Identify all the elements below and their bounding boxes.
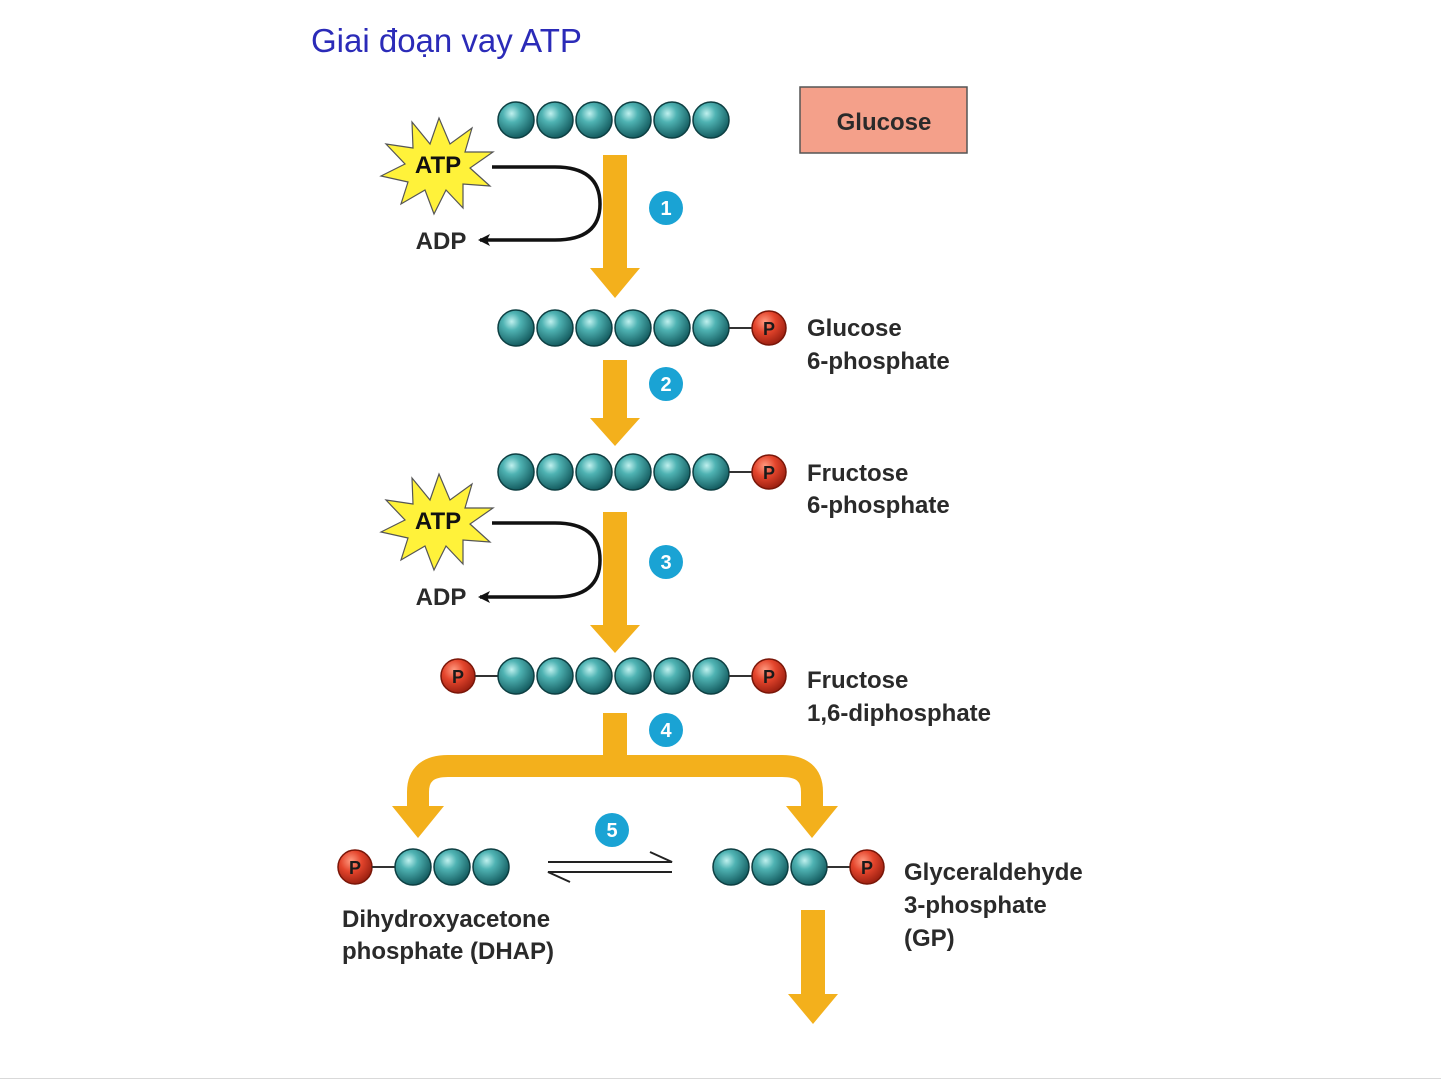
- dhap-label-line1: Dihydroxyacetone: [342, 906, 550, 933]
- f16bp-carbon-2: [537, 658, 573, 694]
- equilibrium-reverse: [548, 872, 672, 882]
- f16bp-carbon-5: [654, 658, 690, 694]
- g6p-label-line1: Glucose: [807, 315, 902, 342]
- equilibrium-forward: [548, 852, 672, 862]
- glucose-carbon-4: [615, 102, 651, 138]
- glucose-box-label: Glucose: [837, 109, 932, 136]
- atp-to-adp-arrow-2: [480, 523, 600, 597]
- dhap-label-line2: phosphate (DHAP): [342, 938, 554, 965]
- atp-to-adp-arrow-1: [480, 167, 600, 240]
- g6p-carbon-6: [693, 310, 729, 346]
- equilibrium-arrows: [548, 852, 672, 882]
- f16bp-label-line2: 1,6-diphosphate: [807, 700, 991, 727]
- f6p-label-line1: Fructose: [807, 460, 908, 487]
- f16bp-carbon-3: [576, 658, 612, 694]
- glucose-carbon-3: [576, 102, 612, 138]
- page-title: Giai đoạn vay ATP: [311, 22, 582, 59]
- g6p-molecule: P: [498, 310, 786, 346]
- gp-label-line2: 3-phosphate: [904, 892, 1047, 919]
- f6p-carbon-6: [693, 454, 729, 490]
- step-badge-1: 1: [649, 191, 683, 225]
- arrow-step-3: [590, 512, 640, 653]
- glucose-molecule: [498, 102, 729, 138]
- f6p-phosphate-label: P: [763, 463, 775, 483]
- f6p-molecule: P: [498, 454, 786, 490]
- g6p-carbon-1: [498, 310, 534, 346]
- f16bp-carbon-6: [693, 658, 729, 694]
- f16bp-label-line1: Fructose: [807, 667, 908, 694]
- atp-adp-group-1: ATP ADP: [381, 118, 600, 255]
- dhap-molecule: P: [338, 849, 509, 885]
- gp-carbon-1: [713, 849, 749, 885]
- arrow-step-4-right-head: [786, 806, 838, 838]
- step-badge-2: 2: [649, 367, 683, 401]
- bottom-divider: [0, 1078, 1441, 1079]
- f16bp-carbon-1: [498, 658, 534, 694]
- f16bp-carbon-4: [615, 658, 651, 694]
- f16bp-phosphate-right-label: P: [763, 667, 775, 687]
- g6p-carbon-2: [537, 310, 573, 346]
- atp-label-2: ATP: [415, 508, 461, 535]
- gp-carbon-2: [752, 849, 788, 885]
- dhap-carbon-1: [395, 849, 431, 885]
- glucose-box: Glucose: [800, 87, 967, 153]
- adp-label-2: ADP: [416, 584, 467, 611]
- g6p-carbon-4: [615, 310, 651, 346]
- f6p-carbon-1: [498, 454, 534, 490]
- gp-label-line3: (GP): [904, 925, 955, 952]
- arrow-step-4-left: [418, 766, 615, 808]
- arrow-gp-down: [788, 910, 838, 1024]
- glucose-carbon-2: [537, 102, 573, 138]
- dhap-phosphate-label: P: [349, 858, 361, 878]
- f6p-carbon-3: [576, 454, 612, 490]
- step-number: 1: [660, 198, 671, 220]
- g6p-carbon-5: [654, 310, 690, 346]
- arrow-step-2: [590, 360, 640, 446]
- f6p-label-line2: 6-phosphate: [807, 492, 950, 519]
- step-badge-3: 3: [649, 545, 683, 579]
- step-number: 5: [606, 820, 617, 842]
- g6p-phosphate-label: P: [763, 319, 775, 339]
- step-number: 4: [660, 720, 672, 742]
- glucose-carbon-5: [654, 102, 690, 138]
- dhap-carbon-2: [434, 849, 470, 885]
- f16bp-phosphate-left-label: P: [452, 667, 464, 687]
- step-badge-4: 4: [649, 713, 683, 747]
- f6p-carbon-5: [654, 454, 690, 490]
- atp-adp-group-2: ATP ADP: [381, 474, 600, 611]
- f6p-carbon-2: [537, 454, 573, 490]
- gp-molecule: P: [713, 849, 884, 885]
- glucose-carbon-6: [693, 102, 729, 138]
- arrow-step-4-left-head: [392, 806, 444, 838]
- glucose-carbon-1: [498, 102, 534, 138]
- g6p-carbon-3: [576, 310, 612, 346]
- step-number: 2: [660, 374, 671, 396]
- gp-label-line1: Glyceraldehyde: [904, 859, 1083, 886]
- gp-phosphate-label: P: [861, 858, 873, 878]
- adp-label-1: ADP: [416, 228, 467, 255]
- step-number: 3: [660, 552, 671, 574]
- arrow-step-4-right: [615, 766, 812, 808]
- arrow-step-1: [590, 155, 640, 298]
- gp-carbon-3: [791, 849, 827, 885]
- f6p-carbon-4: [615, 454, 651, 490]
- step-badge-5: 5: [595, 813, 629, 847]
- atp-label-1: ATP: [415, 152, 461, 179]
- dhap-carbon-3: [473, 849, 509, 885]
- g6p-label-line2: 6-phosphate: [807, 348, 950, 375]
